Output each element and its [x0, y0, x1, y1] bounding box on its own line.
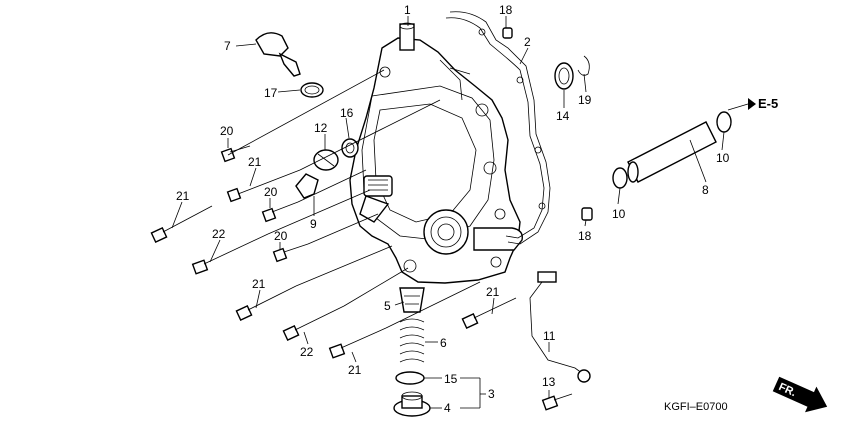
callout-labels: 1 2 3 4 5 6 7 8 9 10 10 11 12 13 14 15 1…: [176, 3, 730, 415]
callout-12: 12: [314, 121, 328, 135]
callout-10a: 10: [716, 151, 730, 165]
front-direction-arrow-icon: FR.: [772, 376, 828, 413]
callout-21e: 21: [486, 285, 500, 299]
crankcase-cover: [349, 22, 523, 284]
leader-lines: [171, 16, 749, 409]
hose-clamp-lower: [612, 167, 628, 189]
water-hose: [627, 121, 717, 183]
callout-19: 19: [578, 93, 592, 107]
spring: [399, 318, 425, 363]
callout-13: 13: [542, 375, 556, 389]
bolts: [150, 145, 573, 411]
o-ring-15: [395, 371, 425, 385]
callout-18a: 18: [499, 3, 513, 17]
dowel-pin-top: [502, 27, 513, 39]
callout-16: 16: [340, 106, 354, 120]
circlip: [577, 55, 590, 76]
callout-15: 15: [444, 372, 458, 386]
o-ring-17: [300, 82, 324, 98]
dowel-pin-bottom: [581, 207, 593, 221]
cover-gasket: [445, 11, 551, 245]
oil-seal: [554, 62, 574, 90]
o-ring-16: [341, 138, 359, 158]
callout-21c: 21: [252, 277, 266, 291]
diagram-code: KGFI–E0700: [664, 401, 728, 413]
callout-1: 1: [404, 3, 411, 17]
callout-20c: 20: [274, 229, 288, 243]
oil-dipstick: [255, 32, 301, 77]
callout-5: 5: [384, 299, 391, 313]
hose-clamp-upper: [716, 111, 732, 133]
callout-20b: 20: [264, 185, 278, 199]
callout-9: 9: [310, 217, 317, 231]
callout-3: 3: [488, 387, 495, 401]
callout-21a: 21: [248, 155, 262, 169]
reference-label: E-5: [758, 96, 778, 111]
strainer-cap: [393, 391, 431, 417]
callout-21b: 21: [176, 189, 190, 203]
hose-clamp-bracket: [295, 173, 319, 199]
callout-8: 8: [702, 183, 709, 197]
callout-14: 14: [556, 109, 570, 123]
callout-21d: 21: [348, 363, 362, 377]
callout-2: 2: [524, 35, 531, 49]
callout-22a: 22: [212, 227, 226, 241]
callout-7: 7: [224, 39, 231, 53]
callout-20a: 20: [220, 124, 234, 138]
callout-6: 6: [440, 336, 447, 350]
callout-22b: 22: [300, 345, 314, 359]
callout-18b: 18: [578, 229, 592, 243]
callout-10b: 10: [612, 207, 626, 221]
callout-17: 17: [264, 86, 278, 100]
oil-strainer: [399, 287, 425, 313]
oil-pipe: [529, 277, 587, 377]
callout-11: 11: [543, 329, 556, 343]
arrow-head-icon: [748, 98, 756, 110]
callout-4: 4: [444, 401, 451, 415]
